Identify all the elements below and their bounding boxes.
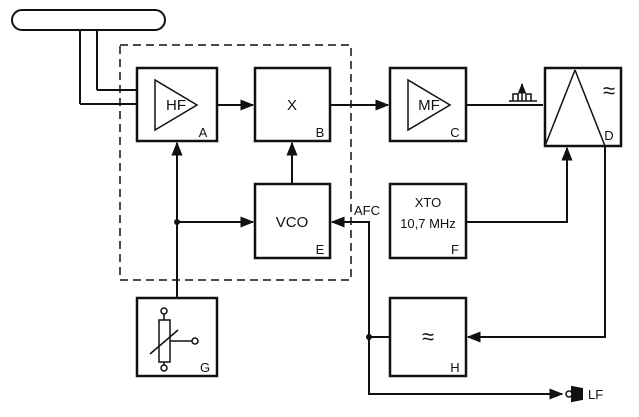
block-h-letter: H bbox=[450, 360, 459, 375]
junction-dot bbox=[366, 334, 372, 340]
afc-label: AFC bbox=[354, 203, 380, 218]
block-g-letter: G bbox=[200, 360, 210, 375]
block-c-letter: C bbox=[450, 125, 459, 140]
block-c-label: MF bbox=[418, 97, 440, 114]
potentiometer-icon bbox=[149, 314, 192, 366]
block-f-letter: F bbox=[451, 242, 459, 257]
lf-label: LF bbox=[588, 387, 603, 402]
block-e-letter: E bbox=[316, 242, 325, 257]
block-f-line2: 10,7 MHz bbox=[400, 216, 456, 231]
block-f-line1: XTO bbox=[415, 195, 442, 210]
block-e-label: VCO bbox=[276, 214, 309, 231]
lf-output-connector-icon bbox=[565, 385, 583, 403]
block-a-letter: A bbox=[199, 125, 208, 140]
block-b-letter: B bbox=[316, 125, 325, 140]
block-h-symbol: ≈ bbox=[422, 324, 434, 349]
junction-dot bbox=[174, 219, 180, 225]
block-d-symbol: ≈ bbox=[603, 78, 615, 103]
antenna-icon bbox=[11, 9, 166, 105]
block-d-demodulator bbox=[543, 66, 623, 148]
amplifier-icon bbox=[407, 78, 452, 132]
block-a-label: HF bbox=[166, 97, 186, 114]
amplifier-icon bbox=[154, 78, 199, 132]
if-spectrum-icon bbox=[509, 82, 537, 102]
block-d-letter: D bbox=[604, 128, 613, 143]
block-b-label: X bbox=[287, 97, 297, 114]
